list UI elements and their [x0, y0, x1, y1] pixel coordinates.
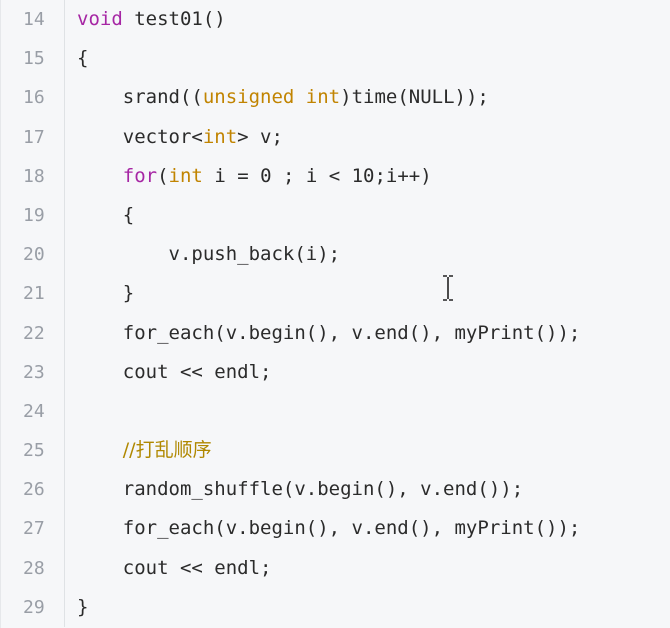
line-content: //打乱顺序	[77, 431, 212, 470]
line-number: 17	[1, 117, 65, 157]
line-content: for(int i = 0 ; i < 10;i++)	[77, 157, 432, 196]
code-token: > v;	[237, 125, 283, 148]
line-number: 29	[1, 587, 65, 627]
line-number: 19	[1, 195, 65, 236]
code-token: for	[122, 164, 158, 187]
text-cursor-icon	[443, 275, 453, 301]
line-content: random_shuffle(v.begin(), v.end());	[77, 470, 523, 509]
code-token: vector<	[122, 125, 203, 148]
code-line[interactable]: 22 for_each(v.begin(), v.end(), myPrint(…	[1, 313, 670, 353]
code-line[interactable]: 28 cout << endl;	[1, 548, 670, 588]
code-token: random_shuffle(v.begin(), v.end());	[122, 478, 524, 501]
line-number: 14	[1, 0, 65, 40]
indent	[77, 165, 123, 187]
line-number: 25	[1, 431, 65, 471]
code-token: }	[122, 282, 135, 305]
line-content: }	[77, 588, 88, 627]
line-content: srand((unsigned int)time(NULL));	[77, 78, 489, 117]
code-line[interactable]: 24	[1, 391, 670, 432]
code-token: (	[157, 164, 169, 187]
code-token: v.push_back(i);	[168, 243, 341, 266]
indent	[77, 361, 123, 383]
line-content: cout << endl;	[77, 549, 272, 588]
line-content: for_each(v.begin(), v.end(), myPrint());	[77, 314, 581, 353]
line-content: void test01()	[77, 0, 226, 39]
code-token: test01()	[134, 8, 226, 30]
indent	[77, 204, 123, 226]
code-token: i = 0 ; i < 10;i++)	[202, 164, 432, 187]
code-line[interactable]: 27 for_each(v.begin(), v.end(), myPrint(…	[1, 509, 670, 549]
indent	[77, 557, 123, 579]
code-token: //打乱顺序	[122, 439, 212, 462]
line-number: 27	[1, 509, 65, 549]
code-token: cout << endl;	[122, 360, 272, 383]
code-token: {	[122, 203, 135, 226]
indent	[77, 439, 123, 461]
code-line[interactable]: 26 random_shuffle(v.begin(), v.end());	[1, 470, 670, 510]
code-line[interactable]: 21 }	[1, 274, 670, 314]
line-number: 28	[1, 548, 65, 588]
indent	[77, 478, 123, 500]
code-line[interactable]: 20 v.push_back(i);	[1, 235, 670, 275]
indent	[77, 322, 123, 344]
code-line[interactable]: 19 {	[1, 195, 670, 236]
code-token: cout << endl;	[122, 556, 272, 579]
indent	[77, 86, 123, 108]
line-content: {	[77, 196, 134, 235]
code-line[interactable]: 25 //打乱顺序	[1, 431, 670, 471]
line-number: 18	[1, 156, 65, 196]
code-token: int	[168, 164, 203, 187]
code-line[interactable]: 29}	[1, 587, 670, 627]
indent	[77, 126, 123, 148]
indent	[77, 282, 123, 304]
code-token: for_each(v.begin(), v.end(), myPrint());	[122, 321, 581, 344]
code-line[interactable]: 15 {	[1, 39, 670, 79]
code-line[interactable]: 23 cout << endl;	[1, 352, 670, 392]
line-number: 21	[1, 274, 65, 314]
code-token: {	[77, 47, 89, 70]
code-token: for_each(v.begin(), v.end(), myPrint());	[122, 517, 581, 540]
code-line[interactable]: 16 srand((unsigned int)time(NULL));	[1, 78, 670, 118]
line-content: for_each(v.begin(), v.end(), myPrint());	[77, 509, 581, 548]
line-content: cout << endl;	[77, 353, 272, 392]
code-line[interactable]: 17 vector<int> v;	[1, 117, 670, 157]
indent	[77, 243, 169, 265]
line-content: v.push_back(i);	[77, 235, 341, 274]
line-number: 22	[1, 313, 65, 353]
code-token: }	[77, 595, 89, 618]
line-content: {	[77, 39, 88, 78]
line-number: 16	[1, 78, 65, 118]
code-token: srand((	[122, 86, 203, 109]
code-line[interactable]: 18 for(int i = 0 ; i < 10;i++)	[1, 156, 670, 196]
line-number: 20	[1, 235, 65, 275]
line-content: }	[77, 274, 134, 313]
line-content: vector<int> v;	[77, 118, 283, 157]
code-token: int	[202, 125, 238, 148]
code-token: unsigned int	[202, 86, 341, 109]
line-number: 23	[1, 352, 65, 392]
code-line[interactable]: 14 void test01()	[1, 0, 670, 40]
code-token: )time(NULL));	[340, 86, 489, 109]
indent	[77, 517, 123, 539]
line-number: 15	[1, 39, 65, 79]
code-token: void	[77, 8, 135, 30]
line-number: 26	[1, 470, 65, 510]
line-number: 24	[1, 391, 65, 432]
